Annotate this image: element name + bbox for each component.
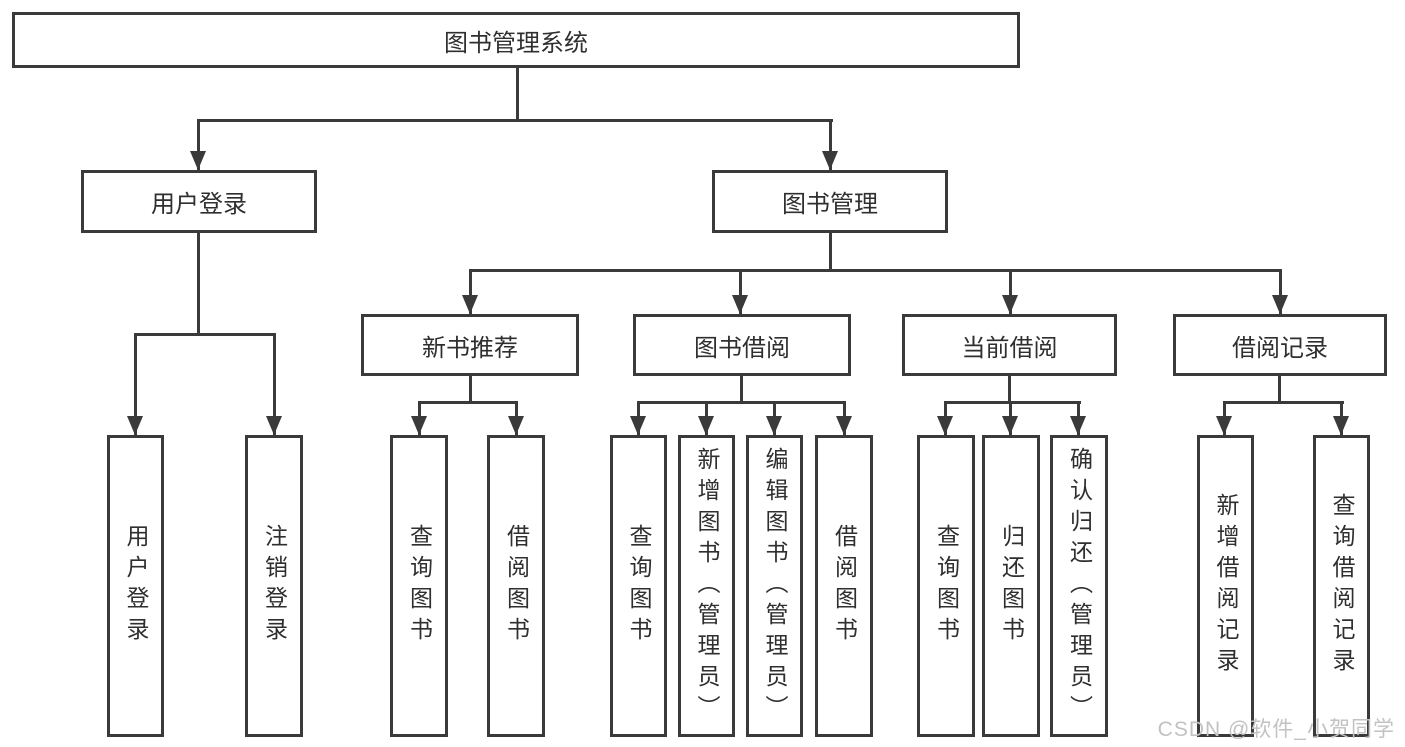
leaf-user-login: 用户登录 xyxy=(107,435,164,737)
leaf-logout: 注销登录 xyxy=(245,435,303,737)
node-book-management: 图书管理 xyxy=(712,170,948,233)
node-current-borrowing: 当前借阅 xyxy=(902,314,1117,376)
arrow-down-icon xyxy=(1002,295,1018,314)
connector-line xyxy=(197,119,200,170)
connector-line xyxy=(469,269,472,314)
connector-line xyxy=(1223,401,1344,404)
arrow-down-icon xyxy=(1070,416,1086,435)
leaf-confirm-return-admin: 确认归还（管理员） xyxy=(1050,435,1108,737)
arrow-down-icon xyxy=(127,416,143,435)
node-new-book-recommend: 新书推荐 xyxy=(361,314,579,376)
leaf-return-books: 归还图书 xyxy=(982,435,1040,737)
arrow-down-icon xyxy=(1216,416,1232,435)
connector-line xyxy=(740,376,743,404)
node-root-library-system: 图书管理系统 xyxy=(12,12,1020,68)
node-borrowing-records: 借阅记录 xyxy=(1173,314,1387,376)
watermark: CSDN @软件_小贺同学 xyxy=(1157,718,1395,741)
connector-line xyxy=(469,269,1282,272)
connector-line xyxy=(1008,376,1011,404)
node-book-borrowing: 图书借阅 xyxy=(633,314,851,376)
leaf-borrow-books-recommend: 借阅图书 xyxy=(487,435,545,737)
connector-line xyxy=(418,401,518,404)
arrow-down-icon xyxy=(1002,416,1018,435)
arrow-down-icon xyxy=(462,295,478,314)
arrow-down-icon xyxy=(266,416,282,435)
connector-line xyxy=(829,119,832,170)
connector-line xyxy=(1009,269,1012,314)
arrow-down-icon xyxy=(630,416,646,435)
arrow-down-icon xyxy=(822,151,838,170)
arrow-down-icon xyxy=(698,416,714,435)
connector-line xyxy=(273,333,276,435)
arrow-down-icon xyxy=(836,416,852,435)
connector-line xyxy=(637,401,846,404)
connector-line xyxy=(1278,376,1281,404)
leaf-edit-books-admin: 编辑图书（管理员） xyxy=(746,435,803,737)
leaf-add-books-admin: 新增图书（管理员） xyxy=(678,435,735,737)
connector-line xyxy=(469,376,472,404)
arrow-down-icon xyxy=(508,416,524,435)
connector-line xyxy=(739,269,742,314)
arrow-down-icon xyxy=(411,416,427,435)
arrow-down-icon xyxy=(937,416,953,435)
leaf-add-borrow-record: 新增借阅记录 xyxy=(1197,435,1254,737)
leaf-query-books-recommend: 查询图书 xyxy=(390,435,448,737)
connector-line xyxy=(944,401,1081,404)
connector-line xyxy=(134,333,137,435)
leaf-borrow-books-borrowing: 借阅图书 xyxy=(815,435,873,737)
arrow-down-icon xyxy=(190,151,206,170)
leaf-query-books-borrowing: 查询图书 xyxy=(610,435,667,737)
connector-line xyxy=(134,333,276,336)
connector-line xyxy=(1279,269,1282,314)
leaf-query-books-current: 查询图书 xyxy=(917,435,975,737)
node-user-login: 用户登录 xyxy=(81,170,317,233)
arrow-down-icon xyxy=(732,295,748,314)
arrow-down-icon xyxy=(1333,416,1349,435)
leaf-query-borrow-record: 查询借阅记录 xyxy=(1313,435,1370,737)
connector-line xyxy=(516,68,519,121)
connector-line xyxy=(197,119,833,122)
arrow-down-icon xyxy=(766,416,782,435)
connector-line xyxy=(197,233,200,336)
connector-line xyxy=(829,233,832,272)
arrow-down-icon xyxy=(1272,295,1288,314)
